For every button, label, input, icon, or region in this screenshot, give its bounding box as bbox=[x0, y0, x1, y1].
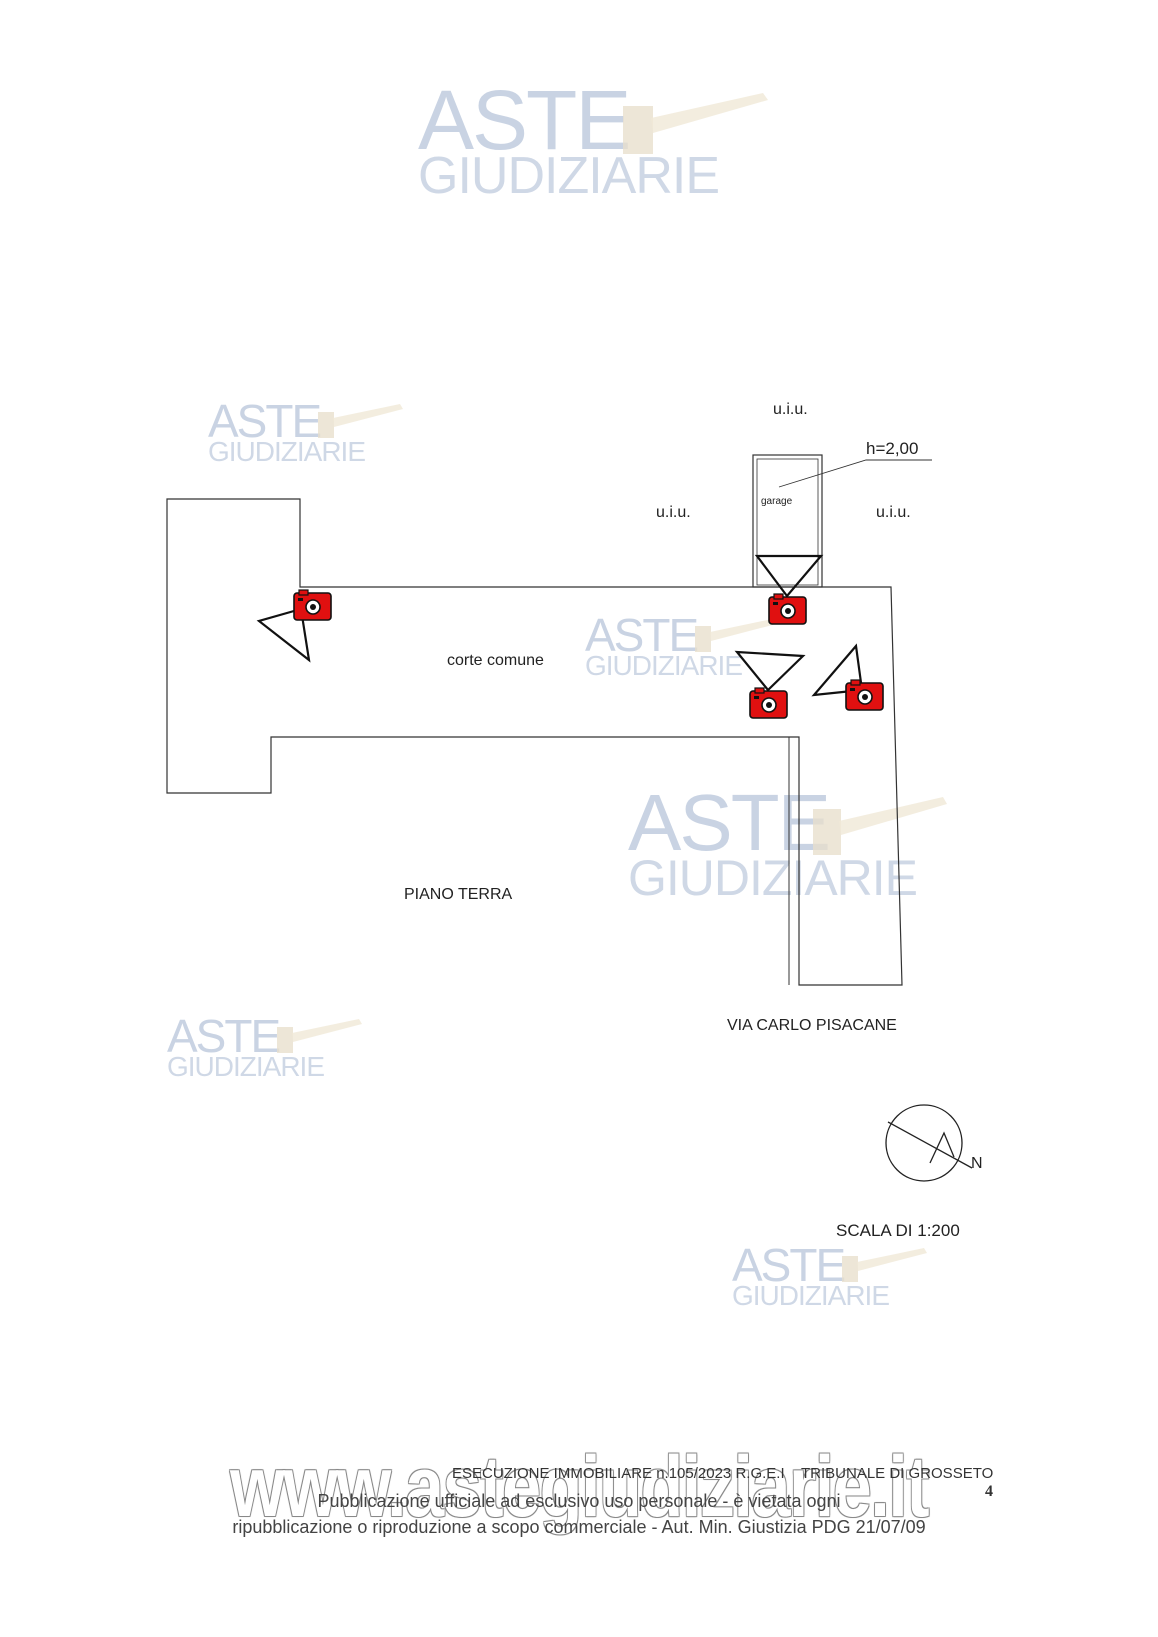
footer-website: www.astegiudiziarie.it bbox=[229, 1439, 930, 1535]
gavel-icon bbox=[695, 618, 780, 652]
label-garage: garage bbox=[761, 496, 793, 507]
watermark-word-aste: ASTE bbox=[418, 73, 631, 167]
watermark-word-giudiziarie: GIUDIZIARIE bbox=[585, 650, 743, 681]
camera-icon bbox=[293, 589, 332, 621]
watermark-word-aste: ASTE bbox=[167, 1010, 281, 1062]
watermark-word-aste: ASTE bbox=[628, 778, 831, 867]
watermark-logo-right: ASTE GIUDIZIARIE bbox=[628, 778, 947, 906]
watermark-logo-lower-left: ASTE GIUDIZIARIE bbox=[167, 1010, 362, 1082]
label-uiu-left: u.i.u. bbox=[656, 504, 691, 521]
watermark-word-giudiziarie: GIUDIZIARIE bbox=[418, 147, 720, 205]
gavel-icon bbox=[813, 797, 947, 855]
view-cone-garage bbox=[754, 554, 824, 598]
north-arrow-icon bbox=[885, 1104, 973, 1182]
watermark-word-aste: ASTE bbox=[585, 609, 699, 661]
footer-notice-line1: Pubblicazione ufficiale ad esclusivo uso… bbox=[317, 1491, 841, 1511]
label-north: N bbox=[971, 1155, 983, 1172]
camera-icon bbox=[768, 593, 807, 625]
label-uiu-right: u.i.u. bbox=[876, 504, 911, 521]
watermark-word-giudiziarie: GIUDIZIARIE bbox=[628, 850, 918, 906]
gavel-icon bbox=[277, 1019, 362, 1053]
view-cone-east bbox=[811, 643, 864, 697]
watermark-logo-upper-left: ASTE GIUDIZIARIE bbox=[208, 395, 403, 467]
label-street: VIA CARLO PISACANE bbox=[727, 1017, 897, 1034]
gavel-icon bbox=[623, 93, 768, 154]
watermark-word-aste: ASTE bbox=[732, 1239, 846, 1291]
height-leader-line bbox=[778, 459, 932, 488]
view-cone-west bbox=[256, 607, 311, 663]
watermark-word-aste: ASTE bbox=[208, 395, 322, 447]
footer-page-number: 4 bbox=[985, 1483, 993, 1500]
gavel-icon bbox=[842, 1248, 927, 1282]
label-floor: PIANO TERRA bbox=[404, 886, 513, 903]
plan-outline bbox=[166, 498, 903, 986]
footer-execution: ESECUZIONE IMMOBILIARE n.105/2023 R.G.E.… bbox=[452, 1465, 785, 1482]
label-uiu-top: u.i.u. bbox=[773, 401, 808, 418]
watermark-word-giudiziarie: GIUDIZIARIE bbox=[732, 1280, 890, 1311]
view-cone-center bbox=[734, 650, 806, 692]
garage-inner-outline bbox=[756, 458, 819, 586]
footer-court: TRIBUNALE DI GROSSETO bbox=[801, 1465, 994, 1482]
watermark-word-giudiziarie: GIUDIZIARIE bbox=[208, 436, 366, 467]
garage-outline bbox=[752, 454, 823, 588]
watermark-logo-center: ASTE GIUDIZIARIE bbox=[585, 609, 780, 681]
camera-icon bbox=[749, 687, 788, 719]
gavel-icon bbox=[318, 404, 403, 438]
watermark-logo-top: ASTE GIUDIZIARIE bbox=[418, 73, 768, 205]
label-courtyard: corte comune bbox=[447, 652, 544, 669]
watermark-logo-bottom-right: ASTE GIUDIZIARIE bbox=[732, 1239, 927, 1311]
camera-icon bbox=[845, 679, 884, 711]
label-scale: SCALA DI 1:200 bbox=[836, 1221, 960, 1240]
watermark-word-giudiziarie: GIUDIZIARIE bbox=[167, 1051, 325, 1082]
footer-notice-line2: ripubblicazione o riproduzione a scopo c… bbox=[232, 1517, 926, 1537]
label-height: h=2,00 bbox=[866, 439, 919, 458]
